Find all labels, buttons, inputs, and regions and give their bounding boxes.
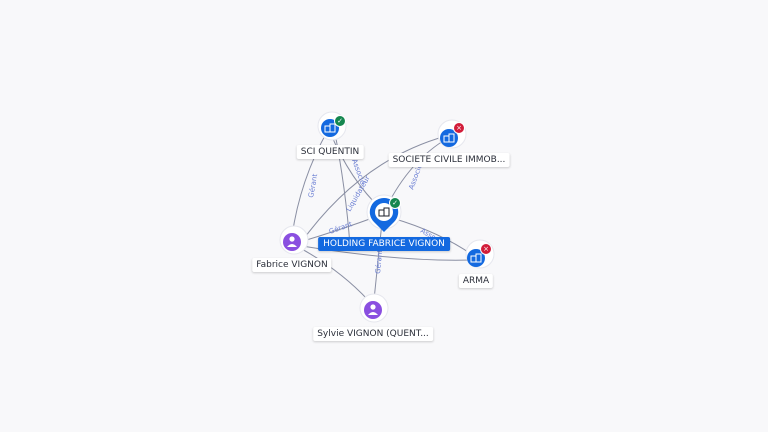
closed-cross-icon: × (453, 122, 465, 134)
node-societe-civile[interactable] (440, 129, 458, 147)
edge-fabrice-societe (299, 135, 447, 245)
node-sylvie-vignon[interactable] (364, 301, 382, 319)
label-societe-civile[interactable]: SOCIETE CIVILE IMMOB... (388, 153, 510, 167)
building-icon (378, 207, 390, 217)
label-sylvie-vignon[interactable]: Sylvie VIGNON (QUENT... (313, 327, 433, 341)
closed-cross-icon: × (480, 243, 492, 255)
person-icon (368, 304, 378, 315)
label-holding-fabrice-vignon[interactable]: HOLDING FABRICE VIGNON (318, 237, 450, 251)
node-arma[interactable] (467, 249, 485, 267)
label-sci-quentin[interactable]: SCI QUENTIN (296, 145, 364, 159)
label-arma[interactable]: ARMA (458, 274, 494, 288)
edge-label-associe-societe: Associé (407, 163, 424, 191)
node-fabrice-vignon[interactable] (283, 233, 301, 251)
label-fabrice-vignon[interactable]: Fabrice VIGNON (252, 258, 332, 272)
edge-sylvie-fabrice (299, 247, 369, 301)
edge-sci-holding-2 (333, 127, 351, 247)
edge-label-gerant-trunc: Gérant (328, 220, 354, 236)
building-icon (470, 253, 482, 263)
building-icon (443, 133, 455, 143)
edge-fabrice-sci (291, 129, 329, 237)
active-check-icon: ✓ (334, 115, 346, 127)
person-icon (287, 236, 297, 247)
edge-label-gerant-sylvie: Gérant (374, 249, 384, 274)
edge-label-gerant: Gérant (307, 173, 319, 198)
building-icon (324, 123, 336, 133)
active-check-icon: ✓ (389, 197, 401, 209)
